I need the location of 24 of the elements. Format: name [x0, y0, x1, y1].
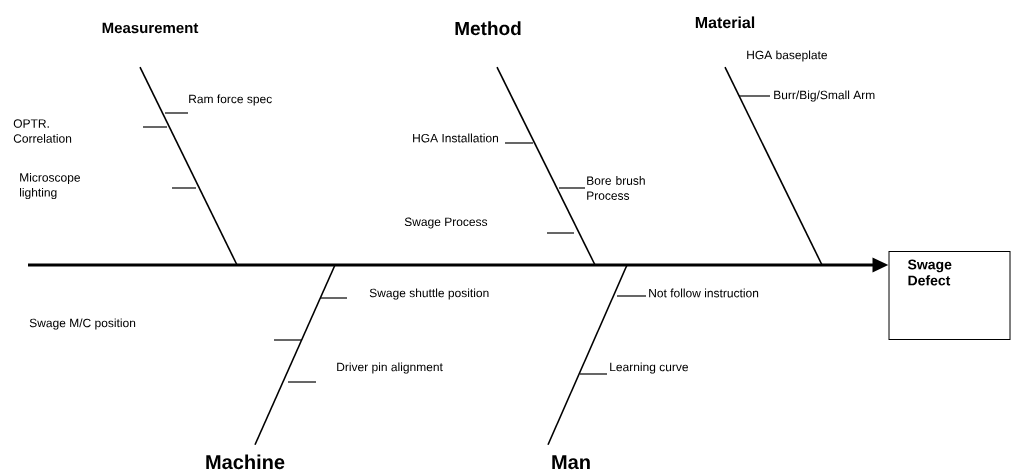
cause-label: Swage M/C position — [29, 318, 136, 330]
cause-label: Ram force spec — [189, 94, 272, 106]
bone-line — [724, 66, 823, 266]
cause-label: HGA Installation — [413, 133, 498, 143]
bone-line — [254, 264, 336, 446]
category-label: Man — [552, 455, 590, 470]
bone-line — [547, 264, 628, 446]
cause-label: Learning curve — [610, 362, 688, 374]
cause-label: Burr/Big/Small Arm — [774, 90, 875, 102]
cause-label: Swage shuttle position — [369, 288, 489, 300]
category-label: Measurement — [102, 22, 199, 34]
cause-label: Microscope lighting — [20, 172, 80, 200]
bone-line — [139, 66, 238, 266]
cause-label: Driver pin alignment — [337, 362, 443, 374]
category-label: Method — [455, 21, 521, 36]
cause-label: Swage Process — [404, 217, 488, 229]
cause-label: Not follow instruction — [649, 288, 759, 298]
cause-label: OPTR. Correlation — [13, 119, 72, 143]
category-label: Material — [695, 16, 755, 29]
cause-label: HGA baseplate — [747, 50, 828, 62]
effect-box: Swage Defect — [888, 251, 1011, 340]
category-label: Machine — [206, 454, 285, 470]
cause-label: Bore brush Process — [587, 176, 645, 200]
bone-line — [496, 66, 596, 266]
